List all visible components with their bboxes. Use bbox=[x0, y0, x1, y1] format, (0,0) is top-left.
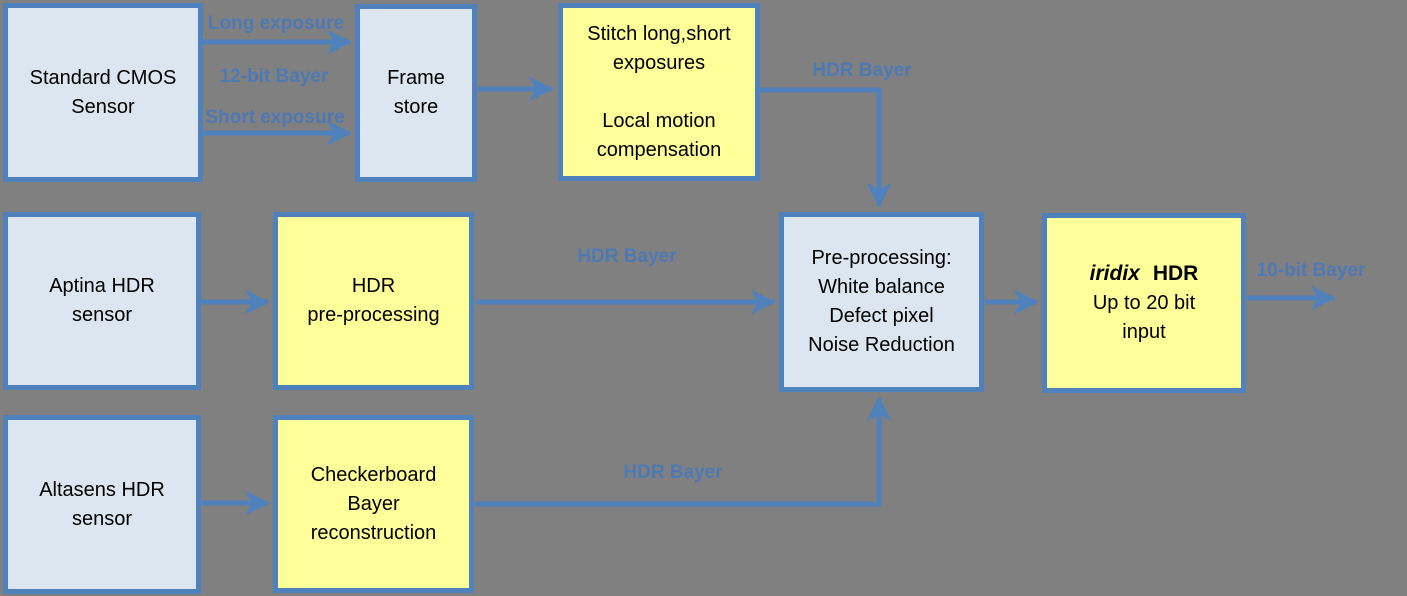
arrow-checkerboard-to-preprocessing bbox=[475, 396, 892, 507]
label-hdr-bayer-bottom: HDR Bayer bbox=[623, 462, 723, 483]
box-aptina-hdr-sensor: Aptina HDR sensor bbox=[3, 212, 201, 390]
label-short-exposure: Short exposure bbox=[205, 107, 345, 128]
iridix-brand: iridix bbox=[1089, 262, 1140, 285]
box-preprocessing: Pre-processing: White balance Defect pix… bbox=[779, 212, 984, 392]
box-stitch-exposures: Stitch long,short exposures Local motion… bbox=[558, 3, 760, 181]
box-frame-store: Frame store bbox=[355, 4, 477, 182]
iridix-subtext: Up to 20 bit input bbox=[1092, 292, 1196, 343]
arrow-stitch-to-preprocessing bbox=[759, 87, 892, 208]
box-altasens-hdr-sensor: Altasens HDR sensor bbox=[3, 415, 201, 594]
box-checkerboard-bayer: Checkerboard Bayer reconstruction bbox=[273, 415, 474, 593]
label-12bit-bayer: 12-bit Bayer bbox=[219, 66, 329, 87]
label-long-exposure: Long exposure bbox=[207, 13, 345, 34]
box-standard-cmos-sensor: Standard CMOS Sensor bbox=[3, 3, 203, 182]
box-hdr-preprocessing: HDR pre-processing bbox=[273, 212, 474, 390]
label-hdr-bayer-mid: HDR Bayer bbox=[577, 246, 677, 267]
iridix-hdr-label: HDR bbox=[1152, 262, 1199, 285]
label-hdr-bayer-top: HDR Bayer bbox=[812, 60, 912, 81]
iridix-title-line: iridix HDR bbox=[1090, 259, 1199, 289]
label-10bit-bayer: 10-bit Bayer bbox=[1256, 260, 1366, 281]
box-iridix-hdr: iridix HDR Up to 20 bit input bbox=[1042, 213, 1246, 393]
